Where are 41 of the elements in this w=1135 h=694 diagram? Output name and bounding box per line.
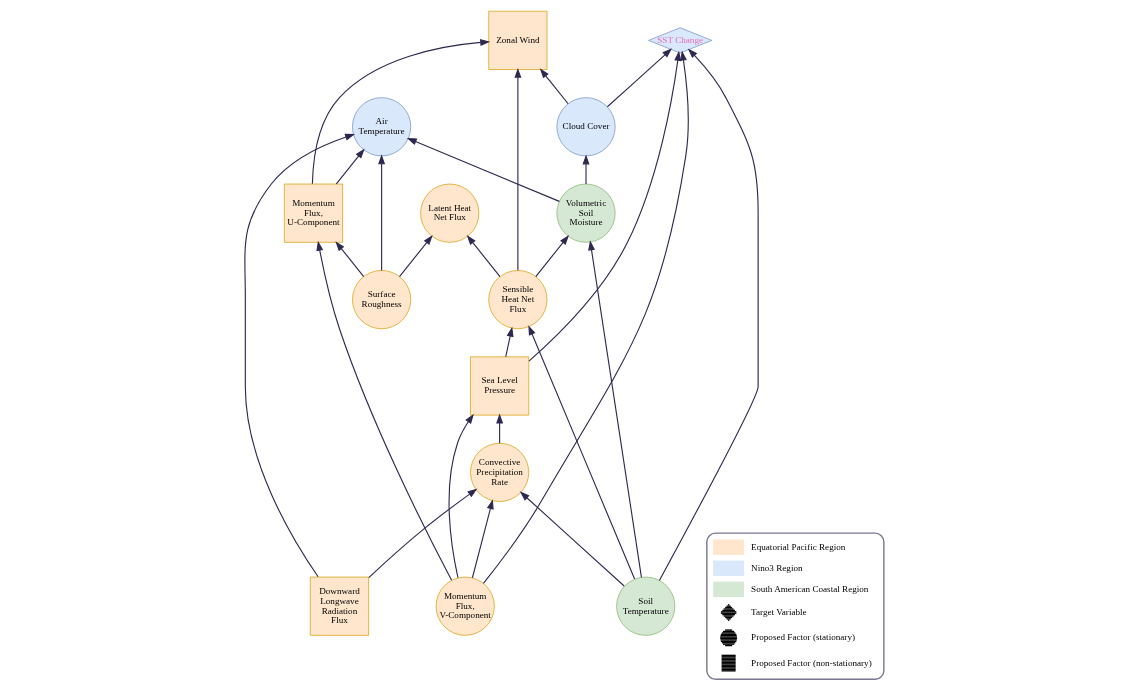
arrow bbox=[528, 325, 636, 580]
node-diamond: SST Change bbox=[648, 27, 713, 54]
legend-label: Target Variable bbox=[751, 606, 807, 617]
arrow bbox=[514, 67, 522, 271]
arrow bbox=[482, 50, 689, 584]
node-circle: Momentum Flux, V-Component bbox=[435, 576, 495, 636]
arrow bbox=[505, 326, 514, 358]
arrow bbox=[519, 491, 625, 587]
arrow bbox=[471, 499, 494, 579]
node-circle: Soil Temperature bbox=[616, 576, 676, 636]
legend-label: Proposed Factor (non-stationary) bbox=[751, 657, 872, 668]
arrow bbox=[244, 133, 356, 578]
node-circle: Cloud Cover bbox=[556, 97, 616, 157]
node-circle: Sensible Heat Net Flux bbox=[488, 270, 548, 330]
legend-label: Proposed Factor (stationary) bbox=[751, 632, 856, 643]
arrow bbox=[588, 240, 642, 578]
arrow bbox=[582, 154, 590, 185]
arrow bbox=[316, 240, 453, 581]
arrow bbox=[368, 488, 478, 579]
arrow bbox=[496, 413, 504, 444]
arrow bbox=[448, 413, 474, 579]
node-circle: Surface Roughness bbox=[352, 270, 412, 330]
arrow bbox=[466, 235, 501, 278]
node-box: Sea Level Pressure bbox=[470, 356, 530, 416]
arrow bbox=[335, 148, 365, 185]
node-box: Downward Longwave Radiation Flux bbox=[309, 576, 369, 636]
arrow bbox=[658, 48, 759, 581]
arrow bbox=[539, 68, 569, 105]
node-box: Momentum Flux, U-Component bbox=[283, 183, 343, 243]
arrow bbox=[535, 235, 570, 278]
arrow bbox=[406, 137, 560, 202]
legend-label: Equatorial Pacific Region bbox=[751, 541, 846, 552]
arrow bbox=[528, 50, 682, 362]
arrow bbox=[398, 235, 433, 278]
arrow bbox=[311, 38, 491, 185]
arrow bbox=[378, 154, 386, 271]
arrow bbox=[606, 48, 673, 108]
node-box: Zonal Wind bbox=[488, 10, 548, 70]
arrow bbox=[335, 241, 365, 278]
legend-label: South American Coastal Region bbox=[751, 583, 869, 594]
legend-label: Nino3 Region bbox=[751, 562, 803, 573]
